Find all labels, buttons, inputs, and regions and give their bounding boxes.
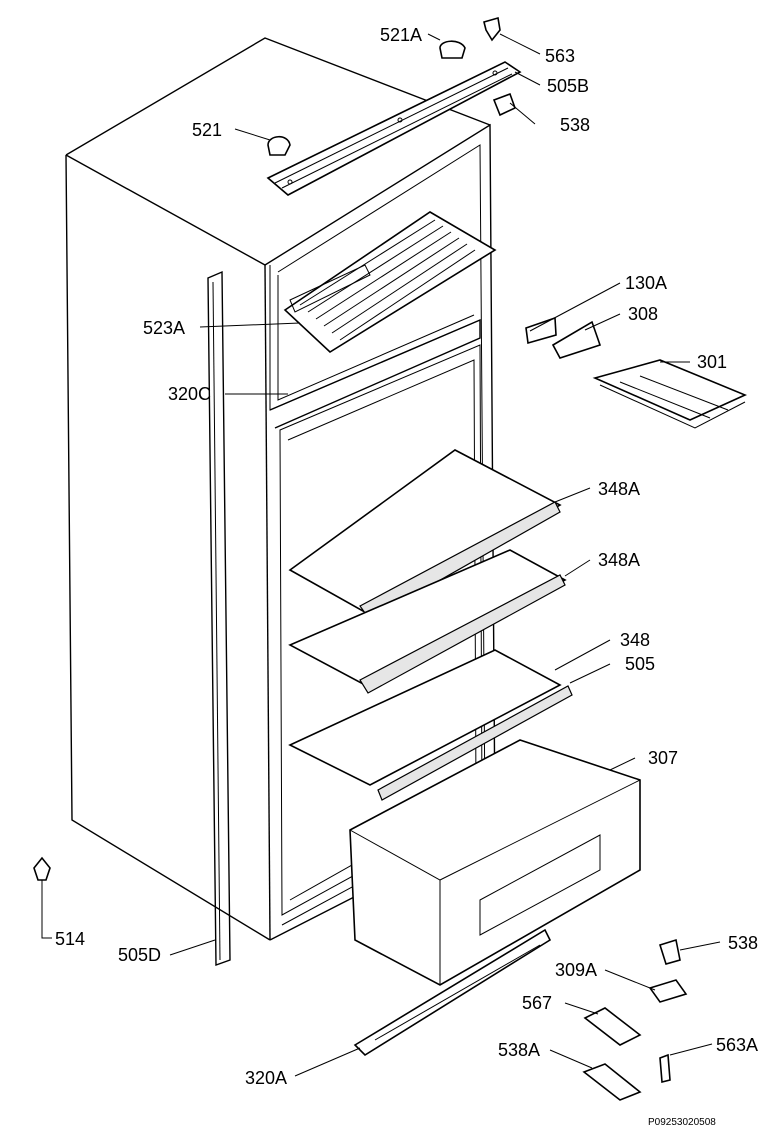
crisper-drawer-307 [349, 739, 641, 986]
part-521-shape [267, 135, 291, 156]
part-514-shape [33, 856, 51, 881]
part-538A-shape [582, 1063, 642, 1101]
label-309A: 309A [555, 960, 597, 980]
glass-shelf-2 [288, 549, 567, 694]
label-505: 505 [625, 654, 655, 674]
label-320C: 320C [168, 384, 211, 404]
label-521: 521 [192, 120, 222, 140]
glass-shelf-1 [288, 449, 562, 621]
small-parts [33, 16, 688, 1101]
label-505D: 505D [118, 945, 161, 965]
part-538-bottom-shape [658, 938, 681, 965]
part-130A-shape [525, 316, 557, 345]
part-538-top-shape [492, 92, 516, 117]
label-521A: 521A [380, 25, 422, 45]
glass-shelf-3 [288, 649, 573, 801]
label-567: 567 [522, 993, 552, 1013]
part-309A-shape [648, 979, 688, 1003]
label-563A: 563A [716, 1035, 758, 1055]
label-308: 308 [628, 304, 658, 324]
part-563A-shape [659, 1053, 671, 1084]
part-308-shape [551, 320, 602, 359]
label-538-top: 538 [560, 115, 590, 135]
callout-labels: 521A 563 505B 538 521 130A 308 523A 301 … [55, 25, 758, 1088]
label-505B: 505B [547, 76, 589, 96]
leader-lines [41, 33, 721, 1077]
label-523A: 523A [143, 318, 185, 338]
label-348: 348 [620, 630, 650, 650]
part-563-shape [483, 16, 501, 42]
label-307: 307 [648, 748, 678, 768]
label-538-bottom: 538 [728, 933, 758, 953]
label-514: 514 [55, 929, 85, 949]
part-567-shape [583, 1007, 642, 1046]
label-320A: 320A [245, 1068, 287, 1088]
label-563: 563 [545, 46, 575, 66]
label-538A: 538A [498, 1040, 540, 1060]
drawing-code: P09253020508 [648, 1117, 716, 1128]
door-gasket-505D [207, 270, 231, 966]
part-521A-shape [439, 40, 466, 59]
label-348A-1: 348A [598, 479, 640, 499]
top-rail-505B [266, 61, 522, 196]
label-301: 301 [697, 352, 727, 372]
freezer-shelf [283, 211, 497, 354]
label-130A: 130A [625, 273, 667, 293]
drawer-rail-320A [353, 928, 552, 1057]
ice-tray-301 [592, 359, 748, 429]
label-348A-2: 348A [598, 550, 640, 570]
